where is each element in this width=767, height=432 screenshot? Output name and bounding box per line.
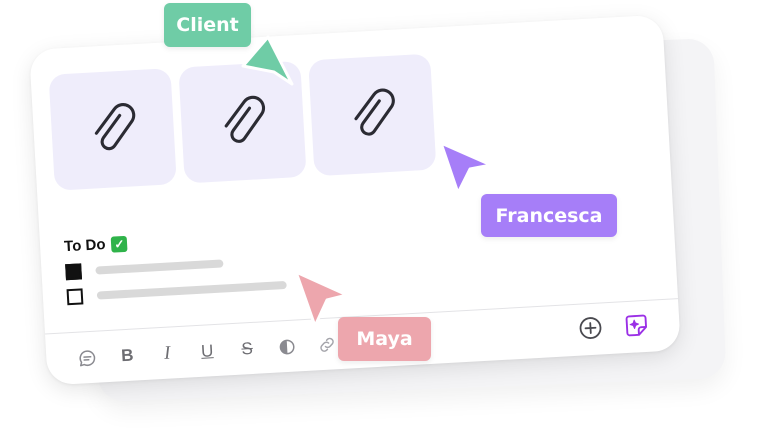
maya-cursor-icon	[291, 268, 351, 330]
todo-item	[65, 252, 286, 281]
collaborator-label-francesca: Francesca	[481, 194, 617, 237]
comment-icon	[79, 350, 96, 367]
strikethrough-button[interactable]: S	[240, 338, 254, 359]
check-mark-icon: ✓	[111, 235, 128, 253]
italic-button[interactable]: I	[163, 342, 171, 364]
comment-button[interactable]	[76, 347, 99, 370]
todo-list: To Do ✓	[64, 226, 288, 306]
attachment-list	[48, 53, 437, 191]
todo-checkbox-checked[interactable]	[65, 263, 83, 281]
collaborator-label-maya: Maya	[338, 317, 431, 361]
ai-sticker-button[interactable]	[623, 312, 651, 343]
paperclip-icon	[354, 88, 395, 136]
paperclip-icon	[94, 103, 136, 151]
todo-checkbox-unchecked[interactable]	[66, 288, 84, 306]
todo-item	[66, 277, 288, 306]
todo-item-placeholder-line	[95, 259, 224, 275]
bold-button[interactable]: B	[120, 345, 134, 366]
paperclip-icon	[224, 95, 266, 143]
card-actions	[577, 312, 651, 346]
sparkle-sticker-icon	[625, 314, 647, 337]
link-icon	[320, 337, 334, 352]
francesca-cursor-icon	[436, 138, 496, 198]
plus-circle-icon	[579, 317, 602, 339]
todo-item-placeholder-line	[96, 280, 287, 300]
format-toolbar: B I U S H	[76, 331, 379, 370]
note-card: To Do ✓ B I U S	[29, 14, 681, 386]
contrast-button[interactable]	[276, 335, 299, 358]
client-cursor-icon	[238, 34, 298, 90]
contrast-icon	[279, 339, 295, 355]
collaborator-label-client: Client	[164, 3, 251, 47]
todo-title-text: To Do	[63, 236, 106, 256]
underline-button[interactable]: U	[200, 341, 214, 361]
attachment-tile[interactable]	[308, 53, 437, 177]
attachment-tile[interactable]	[48, 68, 177, 191]
todo-title: To Do ✓	[64, 226, 285, 255]
attachment-tile[interactable]	[178, 60, 307, 184]
add-button[interactable]	[577, 314, 605, 345]
link-button[interactable]	[315, 333, 338, 356]
